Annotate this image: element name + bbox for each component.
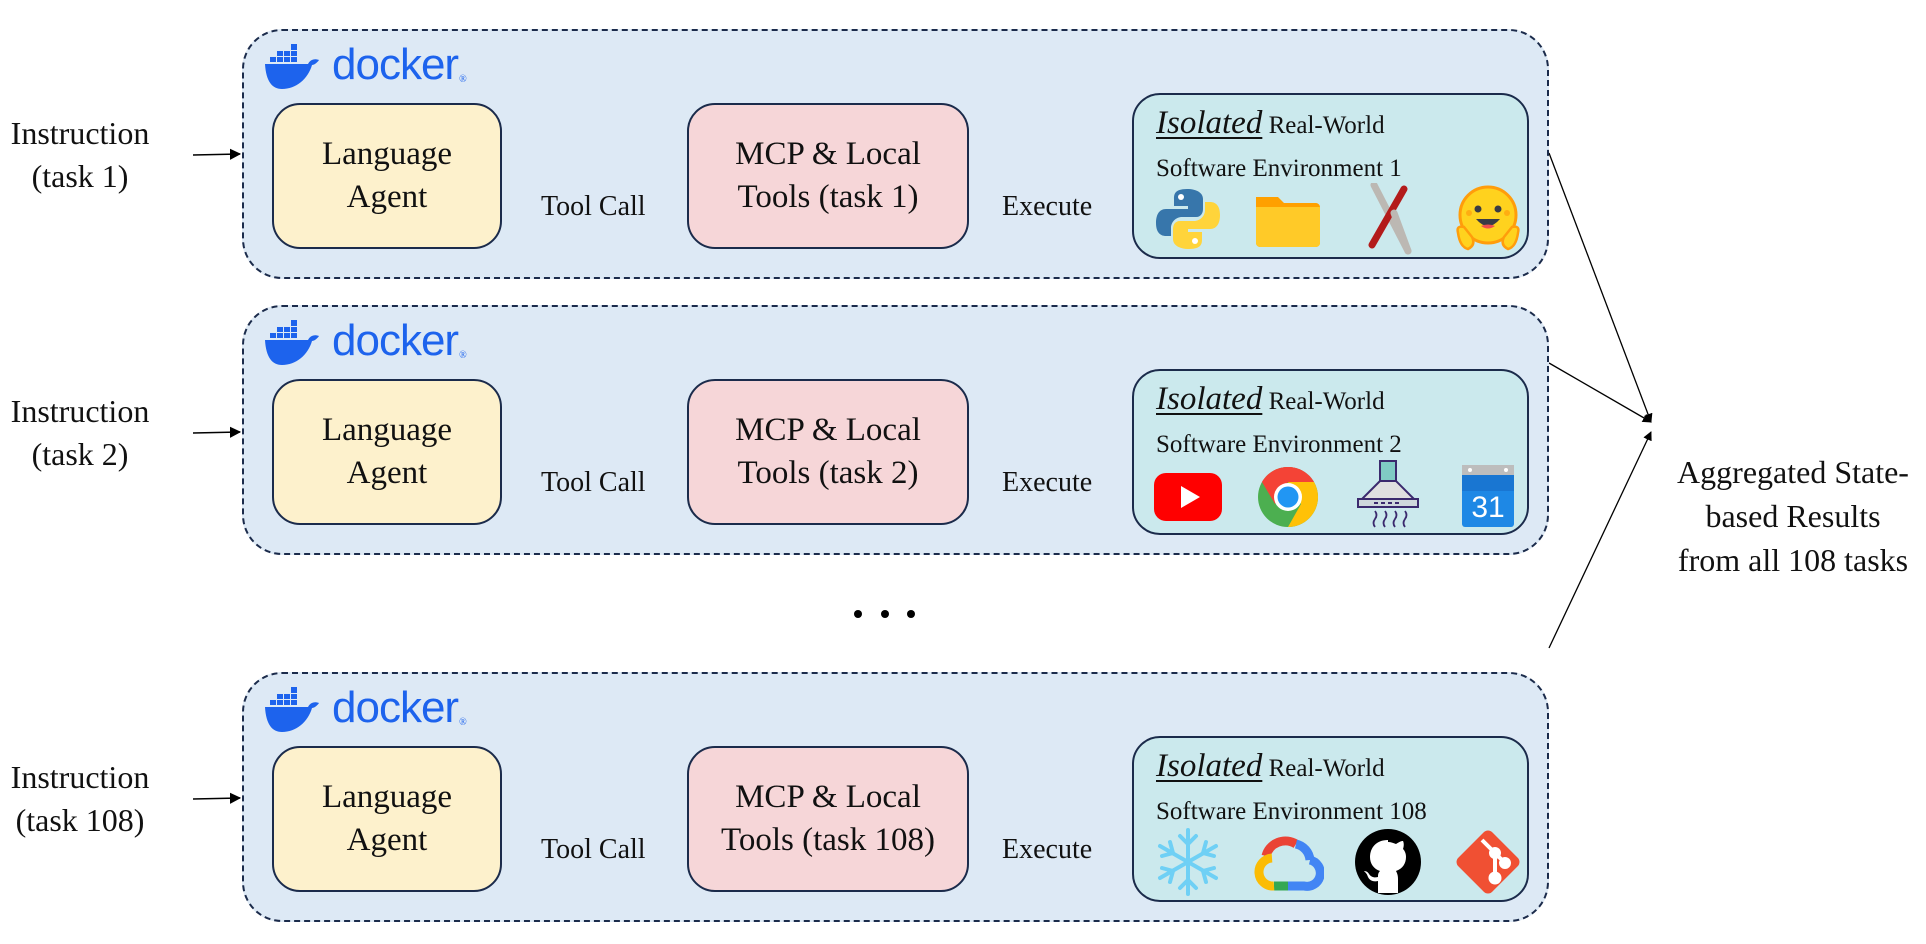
google-calendar-icon: 31 — [1462, 465, 1514, 527]
tool-call-label: Tool Call — [541, 467, 646, 498]
agent-label: Language — [321, 136, 453, 172]
execute-label: Execute — [1002, 191, 1093, 222]
tools-label: MCP & Local — [735, 779, 921, 815]
docker-whale-icon — [265, 320, 319, 365]
agent-label: Language — [321, 412, 453, 448]
ellipsis-dot — [907, 610, 915, 618]
tool-call-label: Tool Call — [541, 834, 646, 865]
aggregate-line: based Results — [1705, 498, 1881, 534]
ellipsis-dot — [854, 610, 862, 618]
instruction-label-2: Instruction (task 2) — [0, 390, 160, 476]
instruction-task: (task 1) — [31, 158, 129, 194]
registered-mark: ® — [459, 716, 467, 728]
environment-box: Isolated Real-World Software Environment… — [1132, 736, 1529, 902]
env-icons — [1152, 183, 1520, 255]
aggregate-arrow-2 — [1548, 362, 1652, 423]
agent-label: Agent — [346, 455, 428, 491]
instruction-line: Instruction — [10, 393, 150, 429]
env-subtitle: Software Environment 2 — [1156, 431, 1402, 458]
agent-label: Language — [321, 779, 453, 815]
environment-box: Isolated Real-World Software Environment… — [1132, 93, 1529, 259]
env-icons: 31 — [1152, 459, 1517, 531]
docker-wordmark: docker — [332, 316, 459, 365]
env-title: Isolated Real-World — [1156, 383, 1385, 418]
isolated-label: Isolated — [1156, 105, 1263, 141]
range-hood-icon — [1357, 460, 1419, 528]
registered-mark: ® — [459, 349, 467, 361]
registered-mark: ® — [459, 73, 467, 85]
instruction-arrow-3 — [192, 792, 242, 804]
execute-label: Execute — [1002, 467, 1093, 498]
ellipsis-dot — [881, 610, 889, 618]
tools-label: Tools (task 2) — [737, 455, 919, 491]
instruction-label-1: Instruction (task 1) — [0, 112, 160, 198]
git-icon — [1456, 830, 1520, 894]
env-subtitle: Software Environment 1 — [1156, 155, 1402, 182]
tools-label: MCP & Local — [735, 412, 921, 448]
docker-whale-icon — [265, 44, 319, 89]
instruction-arrow-1 — [192, 148, 242, 160]
env-icons — [1152, 826, 1520, 898]
aggregate-line: from all 108 tasks — [1677, 542, 1909, 578]
agent-label: Agent — [346, 822, 428, 858]
docker-whale-icon — [265, 687, 319, 732]
real-world-label: Real-World — [1268, 112, 1385, 139]
x-tool-icon — [1368, 183, 1412, 255]
env-title: Isolated Real-World — [1156, 750, 1385, 785]
google-cloud-icon — [1254, 836, 1324, 891]
instruction-line: Instruction — [10, 115, 150, 151]
instruction-arrow-2 — [192, 426, 242, 438]
instruction-label-3: Instruction (task 108) — [0, 756, 160, 842]
isolated-label: Isolated — [1156, 748, 1263, 784]
docker-logo: docker ® — [264, 319, 467, 367]
tools-label: Tools (task 1) — [737, 179, 919, 215]
instruction-task: (task 108) — [15, 802, 145, 838]
tools-label: MCP & Local — [735, 136, 921, 172]
tool-call-label: Tool Call — [541, 191, 646, 222]
real-world-label: Real-World — [1268, 388, 1385, 415]
tools-label: Tools (task 108) — [720, 822, 935, 858]
docker-logo: docker ® — [264, 43, 467, 91]
python-icon — [1156, 189, 1220, 249]
agent-label: Agent — [346, 179, 428, 215]
instruction-task: (task 2) — [31, 436, 129, 472]
youtube-icon — [1154, 473, 1222, 521]
chrome-icon — [1258, 467, 1319, 527]
environment-box: Isolated Real-World Software Environment… — [1132, 369, 1529, 535]
aggregate-arrow-1 — [1548, 152, 1653, 423]
aggregate-line: Aggregated State- — [1677, 454, 1909, 490]
real-world-label: Real-World — [1268, 755, 1385, 782]
docker-logo: docker ® — [264, 686, 467, 734]
folder-icon — [1256, 197, 1320, 247]
github-icon — [1355, 829, 1421, 895]
hugging-face-icon — [1456, 185, 1520, 251]
snowflake-icon — [1158, 828, 1218, 896]
aggregated-results-label: Aggregated State- based Results from all… — [1660, 450, 1926, 582]
env-title: Isolated Real-World — [1156, 107, 1385, 142]
docker-wordmark: docker — [332, 40, 459, 89]
calendar-day: 31 — [1471, 491, 1504, 524]
env-subtitle: Software Environment 108 — [1156, 798, 1427, 825]
instruction-line: Instruction — [10, 759, 150, 795]
aggregate-arrow-3 — [1548, 431, 1652, 649]
isolated-label: Isolated — [1156, 381, 1263, 417]
docker-wordmark: docker — [332, 683, 459, 732]
execute-label: Execute — [1002, 834, 1093, 865]
